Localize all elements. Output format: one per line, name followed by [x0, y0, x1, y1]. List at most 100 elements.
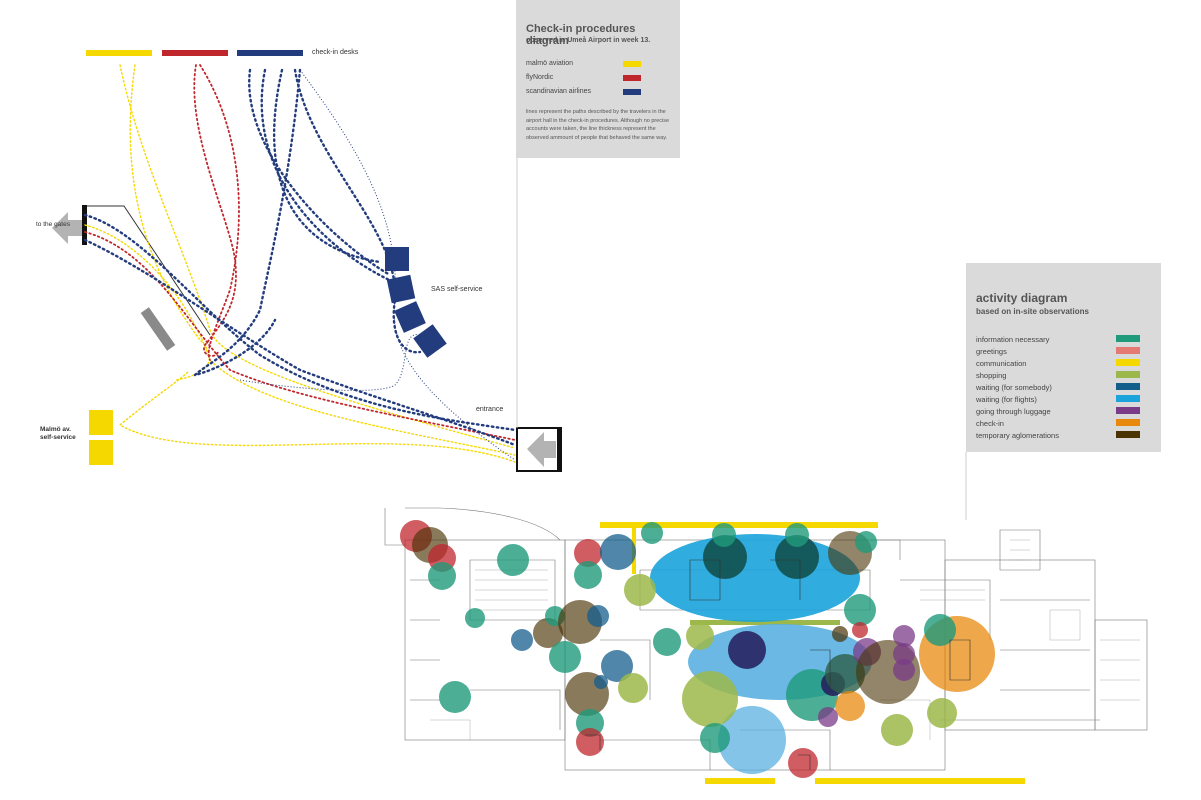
legend-row-waiting-somebody: waiting (for somebody): [976, 383, 1156, 393]
legend-swatch: [1116, 431, 1140, 438]
legend-row-malmo: malmö aviation: [526, 60, 676, 69]
sas-paths: [83, 68, 517, 447]
going-through-luggage-marker: [818, 707, 838, 727]
information-marker: [712, 523, 736, 547]
greetings-marker: [852, 622, 868, 638]
activity-legend-panel: activity diagram based on in-site observ…: [966, 263, 1161, 452]
activity-markers: [400, 520, 995, 778]
sas-thin-paths: [239, 69, 516, 461]
checkin-panel-note: lines represent the paths described by t…: [526, 109, 670, 142]
legend-swatch: [1116, 359, 1140, 366]
plan-overlay-details: [585, 559, 971, 770]
legend-row-check-in: check-in: [976, 419, 1156, 429]
waiting-flights-marker: [718, 706, 786, 774]
legend-label: waiting (for flights): [976, 395, 1037, 404]
activity-panel-subtitle: based on in-site observations: [976, 307, 1089, 316]
sas-desk: [237, 50, 303, 56]
legend-row-greetings: greetings: [976, 347, 1156, 357]
entrance-frame-edge: [557, 428, 561, 471]
waiting-somebody-marker: [600, 534, 636, 570]
legend-swatch: [1116, 347, 1140, 354]
information-marker: [574, 561, 602, 589]
checkin-desk-band: [705, 778, 775, 784]
information-marker: [428, 562, 456, 590]
legend-label: waiting (for somebody): [976, 383, 1052, 392]
malmo-aviation-desk: [86, 50, 152, 56]
shopping-marker: [618, 673, 648, 703]
flynordic-paths: [84, 64, 516, 441]
legend-label: information necessary: [976, 335, 1050, 344]
checkin-desk-band: [600, 522, 878, 528]
legend-label: check-in: [976, 419, 1004, 428]
legend-row-communication: communication: [976, 359, 1156, 369]
waiting-somebody-marker: [601, 650, 633, 682]
information-marker: [641, 522, 663, 544]
legend-label: flyNordic: [526, 74, 554, 81]
legend-row-aglomerations: temporary aglomerations: [976, 431, 1156, 441]
shopping-marker: [832, 626, 848, 642]
legend-label: greetings: [976, 347, 1007, 356]
sas-kiosk: [413, 324, 447, 358]
malmo-self-service-label: Malmö av. self-service: [40, 426, 76, 441]
bench: [140, 307, 176, 351]
legend-label: malmö aviation: [526, 60, 574, 67]
shopping-marker: [927, 698, 957, 728]
information-marker: [465, 608, 485, 628]
information-marker: [844, 594, 876, 626]
checkin-legend-panel: Check-in procedures diagram observed in …: [516, 0, 680, 158]
checkin-desk-band: [690, 620, 840, 625]
waiting-somebody-marker: [511, 629, 533, 651]
legend-row-information: information necessary: [976, 335, 1156, 345]
information-marker: [497, 544, 529, 576]
sas-kiosk: [386, 274, 416, 304]
information-marker: [785, 523, 809, 547]
waiting-somebody-marker: [594, 675, 608, 689]
waiting-flights-area: [650, 534, 860, 622]
shopping-marker: [881, 714, 913, 746]
to-gates-arrow-icon: [52, 212, 82, 244]
legend-label: communication: [976, 359, 1027, 368]
legend-swatch: [1116, 383, 1140, 390]
malmo-kiosk: [89, 440, 113, 465]
entrance-label: entrance: [476, 406, 504, 413]
waiting-somebody-marker: [587, 605, 609, 627]
going-through-luggage-marker: [893, 625, 915, 647]
information-marker: [703, 535, 747, 579]
going-through-luggage-marker: [893, 659, 915, 681]
shopping-marker: [624, 574, 656, 606]
legend-label: going through luggage: [976, 407, 1051, 416]
legend-swatch: [1116, 371, 1140, 378]
legend-swatch: [623, 61, 641, 67]
information-marker: [549, 641, 581, 673]
information-marker: [924, 614, 956, 646]
checkin-desks-label: check-in desks: [312, 49, 359, 56]
going-through-luggage-marker: [893, 643, 915, 665]
information-marker: [653, 628, 681, 656]
legend-row-shopping: shopping: [976, 371, 1156, 381]
gate-guide-line: [87, 205, 211, 336]
information-marker: [700, 723, 730, 753]
legend-row-flynordic: flyNordic: [526, 74, 676, 83]
flynordic-desk: [162, 50, 228, 56]
sas-self-service-label: SAS self-service: [431, 286, 483, 293]
legend-row-luggage: going through luggage: [976, 407, 1156, 417]
information-marker: [825, 654, 865, 694]
legend-label: temporary aglomerations: [976, 431, 1059, 440]
legend-label: scandinavian airlines: [526, 88, 591, 95]
greetings-marker: [788, 748, 818, 778]
malmo-kiosk: [89, 410, 113, 435]
information-marker: [439, 681, 471, 713]
to-gates-label: to the gates: [36, 221, 70, 228]
legend-row-waiting-flights: waiting (for flights): [976, 395, 1156, 405]
legend-swatch: [1116, 419, 1140, 426]
entrance-arrow-icon: [527, 432, 556, 467]
malmo-paths: [84, 64, 516, 463]
activity-panel-title: activity diagram: [976, 291, 1068, 305]
legend-swatch: [1116, 395, 1140, 402]
checkin-desk-band: [815, 778, 1025, 784]
legend-row-sas: scandinavian airlines: [526, 88, 676, 97]
checkin-panel-subtitle: observed in Umeå Airport in week 13.: [526, 37, 651, 44]
greetings-marker: [574, 539, 602, 567]
legend-swatch: [623, 75, 641, 81]
